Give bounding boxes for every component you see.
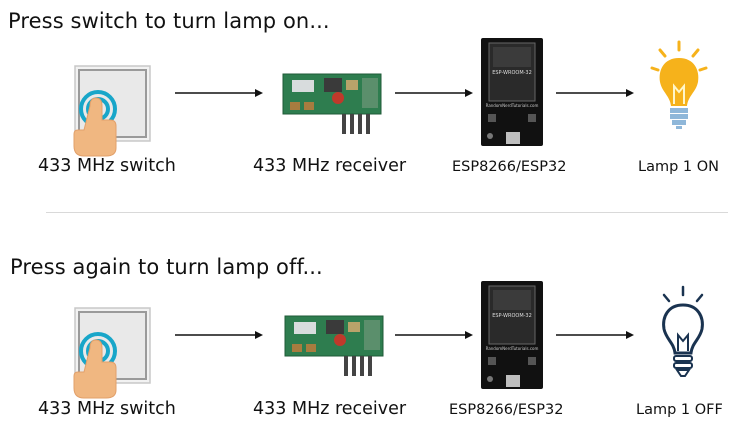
board-url-text: RandomNerdTutorials.com bbox=[486, 346, 539, 351]
lightbulb-on-icon bbox=[650, 40, 708, 129]
row-divider bbox=[46, 212, 728, 213]
row1-arrow-1 bbox=[175, 89, 263, 97]
receiver-433mhz-module bbox=[284, 315, 384, 376]
switch-433mhz-icon bbox=[73, 65, 151, 157]
row2-receiver-label: 433 MHz receiver bbox=[253, 399, 407, 419]
receiver-433mhz-module bbox=[282, 73, 382, 134]
row1-heading: Press switch to turn lamp on... bbox=[8, 9, 330, 33]
board-chip-text: ESP-WROOM-32 bbox=[492, 70, 532, 76]
switch-433mhz-icon bbox=[73, 307, 151, 399]
row2-board-label: ESP8266/ESP32 bbox=[449, 402, 564, 418]
row1-switch-label: 433 MHz switch bbox=[38, 156, 176, 176]
row1-lamp-label: Lamp 1 ON bbox=[638, 159, 719, 175]
row1-arrow-3 bbox=[556, 89, 634, 97]
row2-arrow-1 bbox=[175, 331, 263, 339]
board-chip-text: ESP-WROOM-32 bbox=[492, 313, 532, 319]
row2-arrow-2 bbox=[395, 331, 473, 339]
esp32-board: ESP-WROOM-32 RandomNerdTutorials.com bbox=[481, 38, 543, 146]
row2-arrow-3 bbox=[556, 331, 634, 339]
esp32-board: ESP-WROOM-32 RandomNerdTutorials.com bbox=[481, 281, 543, 389]
row2-heading: Press again to turn lamp off... bbox=[10, 255, 323, 279]
row1-arrow-2 bbox=[395, 89, 473, 97]
row1-board-label: ESP8266/ESP32 bbox=[452, 159, 567, 175]
row2-lamp-label: Lamp 1 OFF bbox=[636, 402, 723, 418]
board-url-text: RandomNerdTutorials.com bbox=[486, 103, 539, 108]
lightbulb-off-icon bbox=[662, 285, 704, 377]
row1-receiver-label: 433 MHz receiver bbox=[253, 156, 407, 176]
row2-switch-label: 433 MHz switch bbox=[38, 399, 176, 419]
